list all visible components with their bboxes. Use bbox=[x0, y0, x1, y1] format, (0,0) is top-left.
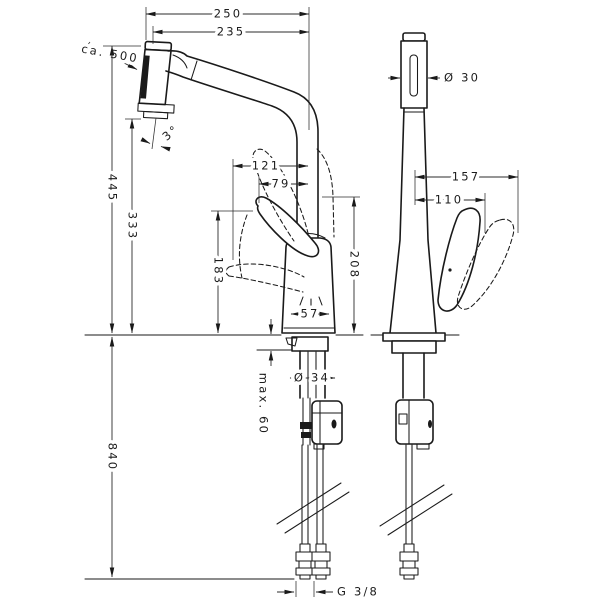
dim-label-spout-reach-total: 250 bbox=[214, 7, 243, 21]
side-lever-handle-dashed bbox=[456, 218, 515, 310]
dimension-79: 79 bbox=[258, 173, 309, 203]
dim-label-thread: G 3/8 bbox=[337, 585, 379, 599]
base-flange bbox=[291, 336, 329, 352]
spray-face-stripe bbox=[140, 55, 150, 99]
supply-hoses bbox=[276, 444, 350, 580]
spray-select-button bbox=[409, 54, 419, 97]
base-flange bbox=[382, 332, 446, 342]
hose-break-marks bbox=[276, 482, 350, 534]
dimension-110: 110 bbox=[414, 189, 486, 233]
side-spray-head bbox=[400, 32, 428, 113]
dim-label-height-total: 445 bbox=[106, 174, 120, 203]
dimension-121: 121 bbox=[232, 155, 309, 260]
dim-label-hose-below-deck: 840 bbox=[106, 443, 120, 472]
dimension-57: 57 bbox=[290, 303, 330, 324]
mounting-box bbox=[395, 399, 434, 450]
hose-connector bbox=[399, 543, 419, 580]
dim-label-head-angle: 3° bbox=[159, 122, 181, 144]
supply-hose bbox=[405, 444, 413, 546]
spout-swivel-dashed bbox=[316, 148, 335, 238]
dimension-183: 183 bbox=[208, 210, 253, 334]
dimension-head-diameter: Ø 30 bbox=[388, 67, 481, 88]
dim-label-lever-reach: 79 bbox=[271, 177, 290, 191]
dim-label-shank-diameter: Ø 34 bbox=[294, 371, 330, 385]
side-lever-handle bbox=[437, 207, 481, 312]
dimension-445: 445 bbox=[102, 45, 141, 334]
dimension-235: 235 bbox=[152, 21, 310, 44]
side-mounting bbox=[379, 352, 453, 580]
dimension-840: 840 bbox=[102, 336, 123, 578]
side-body bbox=[382, 107, 446, 354]
dim-label-head-diameter: Ø 30 bbox=[444, 71, 480, 85]
dim-label-deck-thickness-max: max. 60 bbox=[257, 373, 271, 435]
dim-label-pullout-hose: ca. 500 bbox=[80, 42, 140, 66]
aerator-marks bbox=[299, 296, 323, 308]
dim-label-body-width: 57 bbox=[300, 307, 319, 321]
dimension-333: 333 bbox=[122, 118, 143, 334]
dim-label-spout-reach: 235 bbox=[217, 25, 246, 39]
dim-label-height-below-head: 333 bbox=[126, 212, 140, 241]
lever-swing-arc bbox=[238, 214, 248, 279]
counter-line bbox=[84, 334, 364, 351]
dim-label-side-reach-max: 157 bbox=[452, 170, 481, 184]
dim-label-body-height: 208 bbox=[348, 251, 362, 280]
dimension-157: 157 bbox=[414, 166, 519, 233]
dim-label-side-reach: 110 bbox=[435, 193, 464, 207]
dimension-thread: G 3/8 bbox=[277, 581, 380, 600]
hose-connector bbox=[295, 543, 315, 580]
lever-handle-dashed-positions bbox=[225, 148, 309, 293]
base-and-mounting bbox=[285, 336, 343, 450]
mounting-box bbox=[311, 400, 343, 450]
lever-handle bbox=[255, 196, 320, 258]
hose-connector bbox=[311, 543, 331, 580]
mounting-shank bbox=[402, 352, 425, 399]
pullout-spray-head bbox=[137, 40, 175, 120]
front-view-faucet bbox=[84, 40, 364, 580]
mounting-shank bbox=[299, 350, 326, 399]
dim-label-lever-reach-max: 121 bbox=[252, 159, 281, 173]
dimension-208: 208 bbox=[322, 196, 365, 334]
dimension-deck-thickness: max. 60 bbox=[253, 319, 274, 439]
hose-break-marks bbox=[379, 484, 453, 536]
side-view-faucet bbox=[370, 32, 515, 580]
dimension-shank-diameter: Ø 34 bbox=[289, 367, 336, 388]
dimension-head-angle: 3° bbox=[140, 117, 185, 152]
dim-label-lever-height: 183 bbox=[212, 257, 226, 286]
spout bbox=[165, 50, 335, 238]
dimension-250: 250 bbox=[145, 3, 310, 130]
